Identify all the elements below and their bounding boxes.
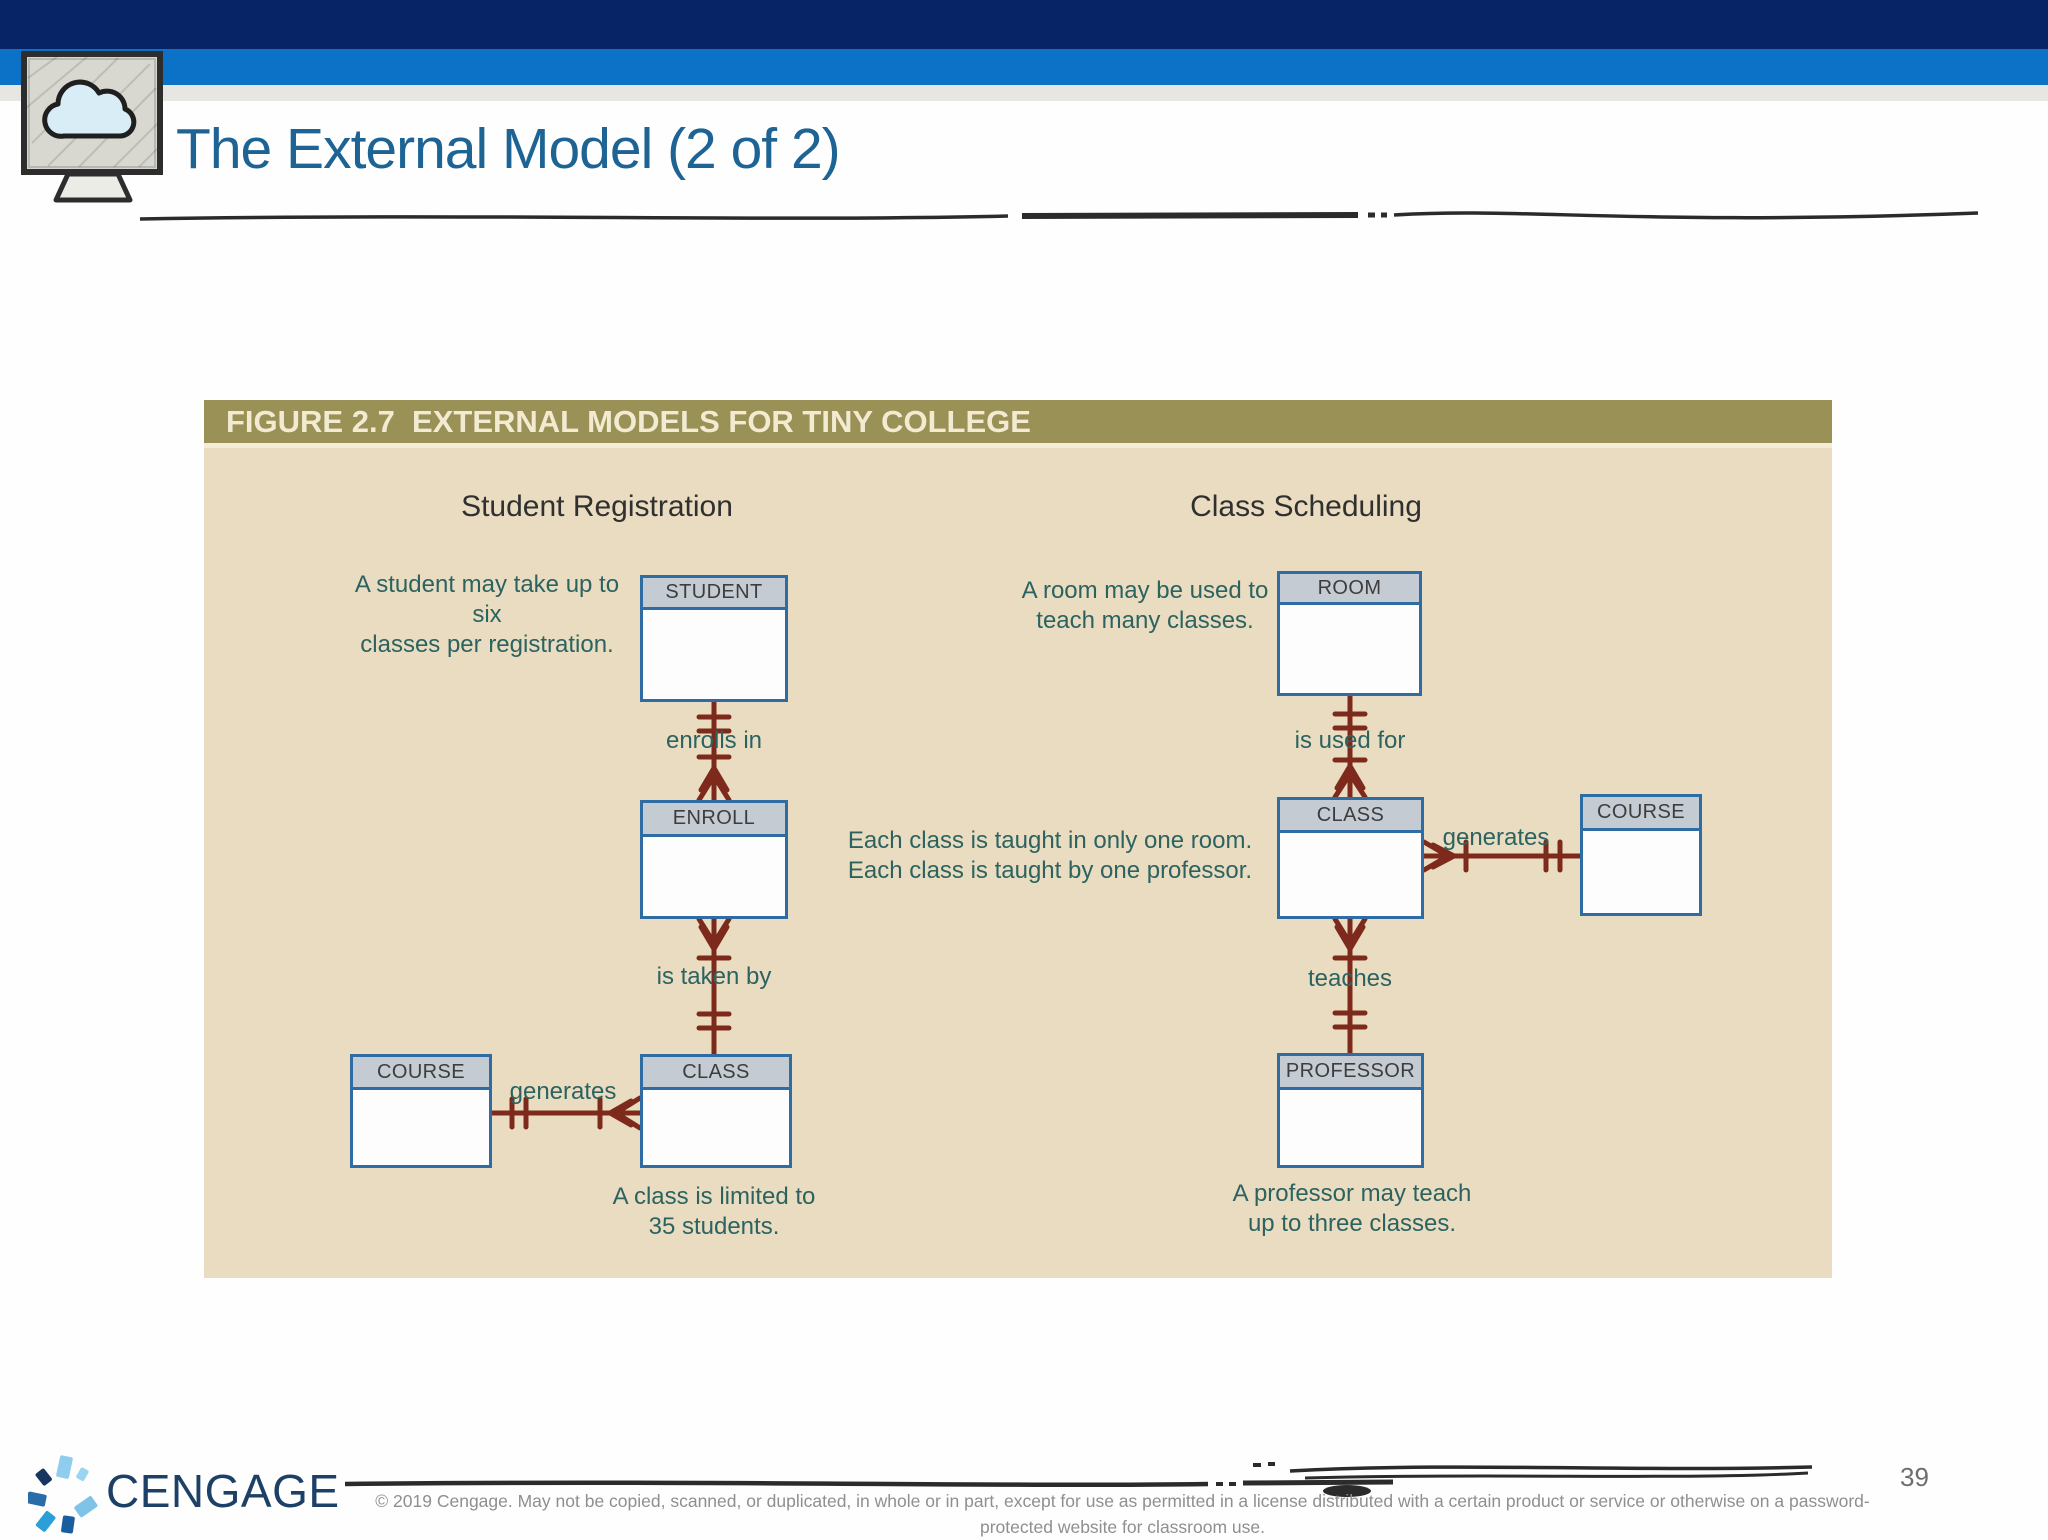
entity-professor-label: PROFESSOR: [1280, 1056, 1421, 1090]
heading-class-scheduling: Class Scheduling: [1190, 490, 1422, 523]
note-student: A student may take up to six classes per…: [354, 571, 620, 658]
rel-label-is-used-for: is used for: [1294, 727, 1406, 754]
entity-enroll-label: ENROLL: [643, 803, 785, 837]
copyright-line-2: protected website for classroom use.: [980, 1517, 1265, 1537]
page-number: 39: [1900, 1462, 1929, 1492]
heading-student-registration: Student Registration: [461, 490, 733, 523]
rel-label-generates-left: generates: [509, 1078, 617, 1105]
entity-course-left-label: COURSE: [353, 1057, 489, 1090]
entity-student: STUDENT: [640, 575, 788, 702]
entity-room: ROOM: [1277, 571, 1422, 696]
top-gray-bar: [0, 85, 2048, 101]
top-navy-bar: [0, 0, 2048, 49]
note-class-limit: A class is limited to 35 students.: [612, 1183, 816, 1240]
monitor-cloud-icon: [21, 51, 163, 203]
cengage-wordmark: CENGAGE: [106, 1465, 340, 1517]
copyright-text: © 2019 Cengage. May not be copied, scann…: [370, 1488, 1875, 1540]
entity-course-right: COURSE: [1580, 794, 1702, 916]
note-taught: Each class is taught in only one room. E…: [847, 827, 1253, 884]
rel-label-enrolls-in: enrolls in: [665, 727, 763, 754]
entity-professor: PROFESSOR: [1277, 1053, 1424, 1168]
entity-student-label: STUDENT: [643, 578, 785, 610]
note-professor: A professor may teach up to three classe…: [1232, 1180, 1472, 1237]
figure-header-bar: FIGURE 2.7 EXTERNAL MODELS FOR TINY COLL…: [204, 400, 1832, 448]
entity-class-right: CLASS: [1277, 797, 1424, 919]
slide-title: The External Model (2 of 2): [176, 117, 841, 181]
cengage-starburst-icon: [28, 1455, 98, 1534]
entity-class-left: CLASS: [640, 1054, 792, 1168]
entity-room-label: ROOM: [1280, 574, 1419, 605]
rel-label-teaches: teaches: [1307, 965, 1393, 992]
rel-label-is-taken-by: is taken by: [656, 963, 772, 990]
rel-label-generates-right: generates: [1442, 824, 1550, 851]
note-room: A room may be used to teach many classes…: [1021, 577, 1269, 634]
entity-course-left: COURSE: [350, 1054, 492, 1168]
title-underline: [139, 211, 1979, 221]
entity-course-right-label: COURSE: [1583, 797, 1699, 831]
top-blue-bar: [0, 49, 2048, 85]
copyright-line-1: © 2019 Cengage. May not be copied, scann…: [375, 1491, 1870, 1511]
entity-class-right-label: CLASS: [1280, 800, 1421, 833]
cloud-icon: [42, 79, 137, 139]
entity-enroll: ENROLL: [640, 800, 788, 919]
entity-class-left-label: CLASS: [643, 1057, 789, 1090]
